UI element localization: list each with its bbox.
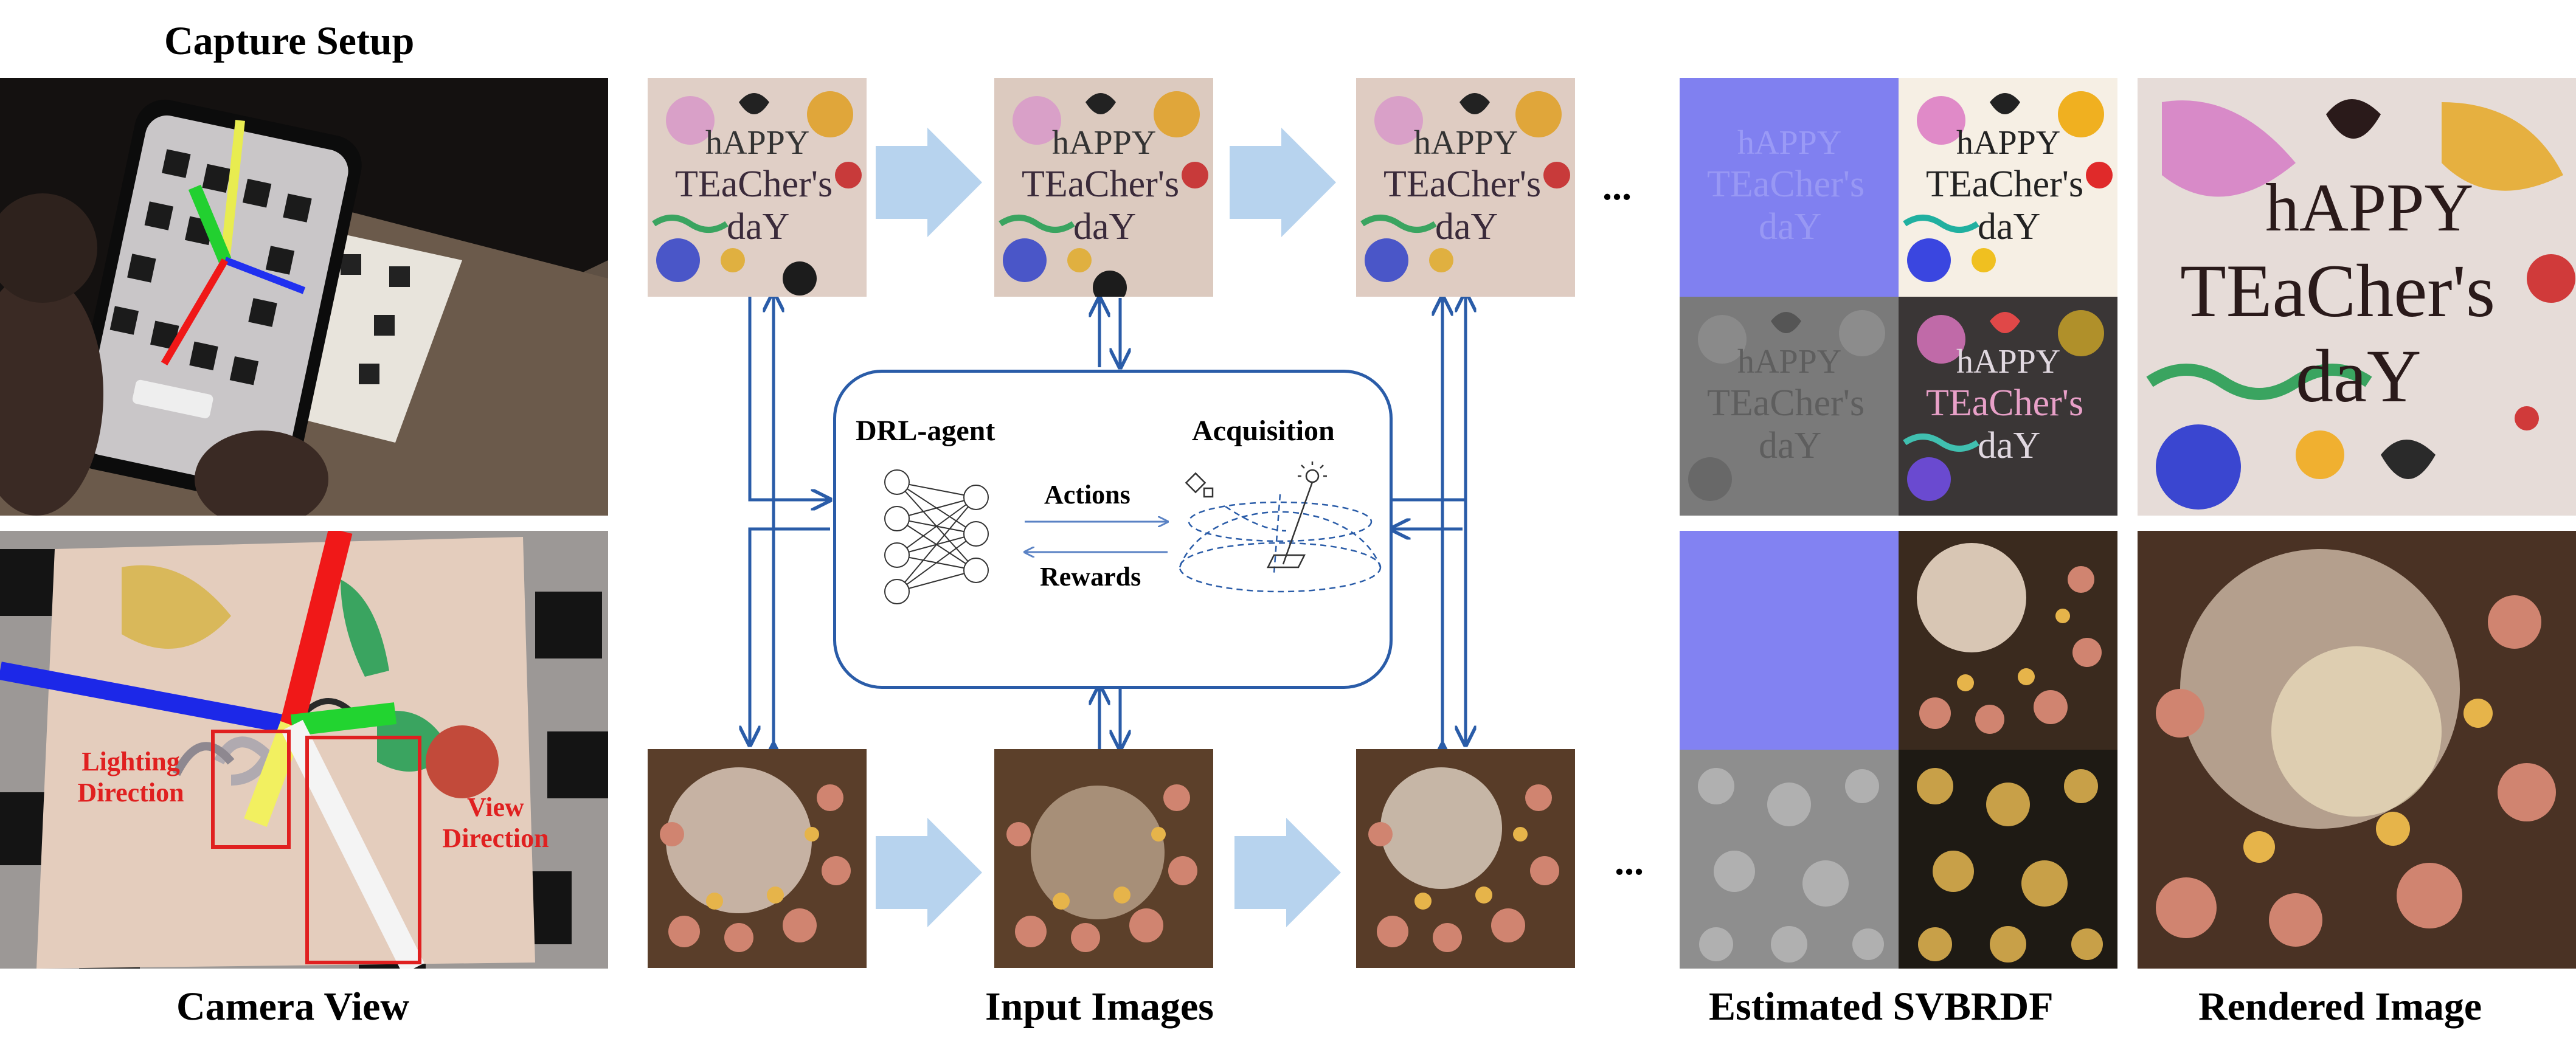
capture-setup-title: Capture Setup [164,19,415,63]
camera-icon [1185,472,1207,494]
camera-view-title: Camera View [176,984,410,1029]
svbrdf-fabric-specular [1899,750,2117,969]
card-text-line3: daY [1759,206,1822,247]
input-images-title: Input Images [985,984,1214,1029]
input-image-fabric-2 [994,749,1213,968]
lighting-direction-label: Lighting Direction [77,747,184,807]
drl-agent-label: DRL-agent [856,415,995,447]
card-text-line2: TEaCher's [2180,249,2496,333]
card-text-line3: daY [1435,206,1498,247]
estimated-svbrdf-title: Estimated SVBRDF [1709,984,2054,1029]
neural-network-icon [884,469,989,604]
svbrdf-fabric-diffuse [1899,531,2117,750]
card-text-line1: hAPPY [1956,343,2061,381]
capture-setup-photo [0,78,608,516]
input-image-card-2: hAPPY TEaCher's daY [994,78,1213,297]
card-text-line2: TEaCher's [1707,164,1865,205]
svbrdf-card-diffuse: hAPPY TEaCher's daY [1899,78,2117,297]
svbrdf-card-normal: hAPPY TEaCher's daY [1680,78,1899,297]
card-text-line1: hAPPY [1737,343,1842,381]
card-text-line1: hAPPY [705,124,810,162]
card-text-line3: daY [2296,334,2422,418]
card-text-line1: hAPPY [1737,124,1842,162]
rendered-card: hAPPY TEaCher's daY [2138,78,2576,516]
card-text-line3: daY [1073,206,1137,247]
rewards-label: Rewards [1040,562,1141,592]
card-text-line3: daY [727,206,790,247]
svbrdf-card-specular: hAPPY TEaCher's daY [1899,297,2117,516]
svbrdf-fabric-normal [1680,531,1899,750]
camera-view-photo: Lighting Direction View Direction [0,531,608,969]
acquisition-label: Acquisition [1192,415,1335,447]
ellipsis-row1: ... [1602,165,1632,208]
actions-label: Actions [1044,480,1130,510]
camera-lens-icon [1203,487,1214,498]
card-text-line1: hAPPY [1956,124,2061,162]
capture-setup-illustration [0,78,608,516]
card-text-line2: TEaCher's [675,164,833,205]
camera-view-illustration [0,531,608,969]
card-text-line2: TEaCher's [1383,164,1542,205]
card-text-line2: TEaCher's [1926,164,2084,205]
card-text-line1: hAPPY [2265,170,2474,246]
input-image-card-1: hAPPY TEaCher's daY [648,78,867,297]
input-image-fabric-1 [648,749,867,968]
card-text-line3: daY [1978,206,2041,247]
card-text-line2: TEaCher's [1707,382,1865,424]
card-text-line3: daY [1759,425,1822,466]
acquisition-hemisphere-icon [1179,494,1382,593]
svbrdf-fabric-roughness [1680,750,1899,969]
rendered-fabric [2138,531,2576,969]
ellipsis-row2: ... [1615,840,1644,883]
card-text-line2: TEaCher's [1926,382,2084,424]
agent-diagram [884,461,1382,604]
drl-agent-box: DRL-agent Acquisition Actions Rewards [833,370,1393,689]
svbrdf-card-roughness: hAPPY TEaCher's daY [1680,297,1899,516]
rendered-image-title: Rendered Image [2198,984,2482,1029]
light-source-icon [1305,469,1320,483]
card-text-line1: hAPPY [1414,124,1518,162]
card-text-line3: daY [1978,425,2041,466]
input-image-fabric-3 [1356,749,1575,968]
card-text-line1: hAPPY [1052,124,1157,162]
view-direction-label: View Direction [442,792,549,853]
input-image-card-3: hAPPY TEaCher's daY [1356,78,1575,297]
card-text-line2: TEaCher's [1022,164,1180,205]
